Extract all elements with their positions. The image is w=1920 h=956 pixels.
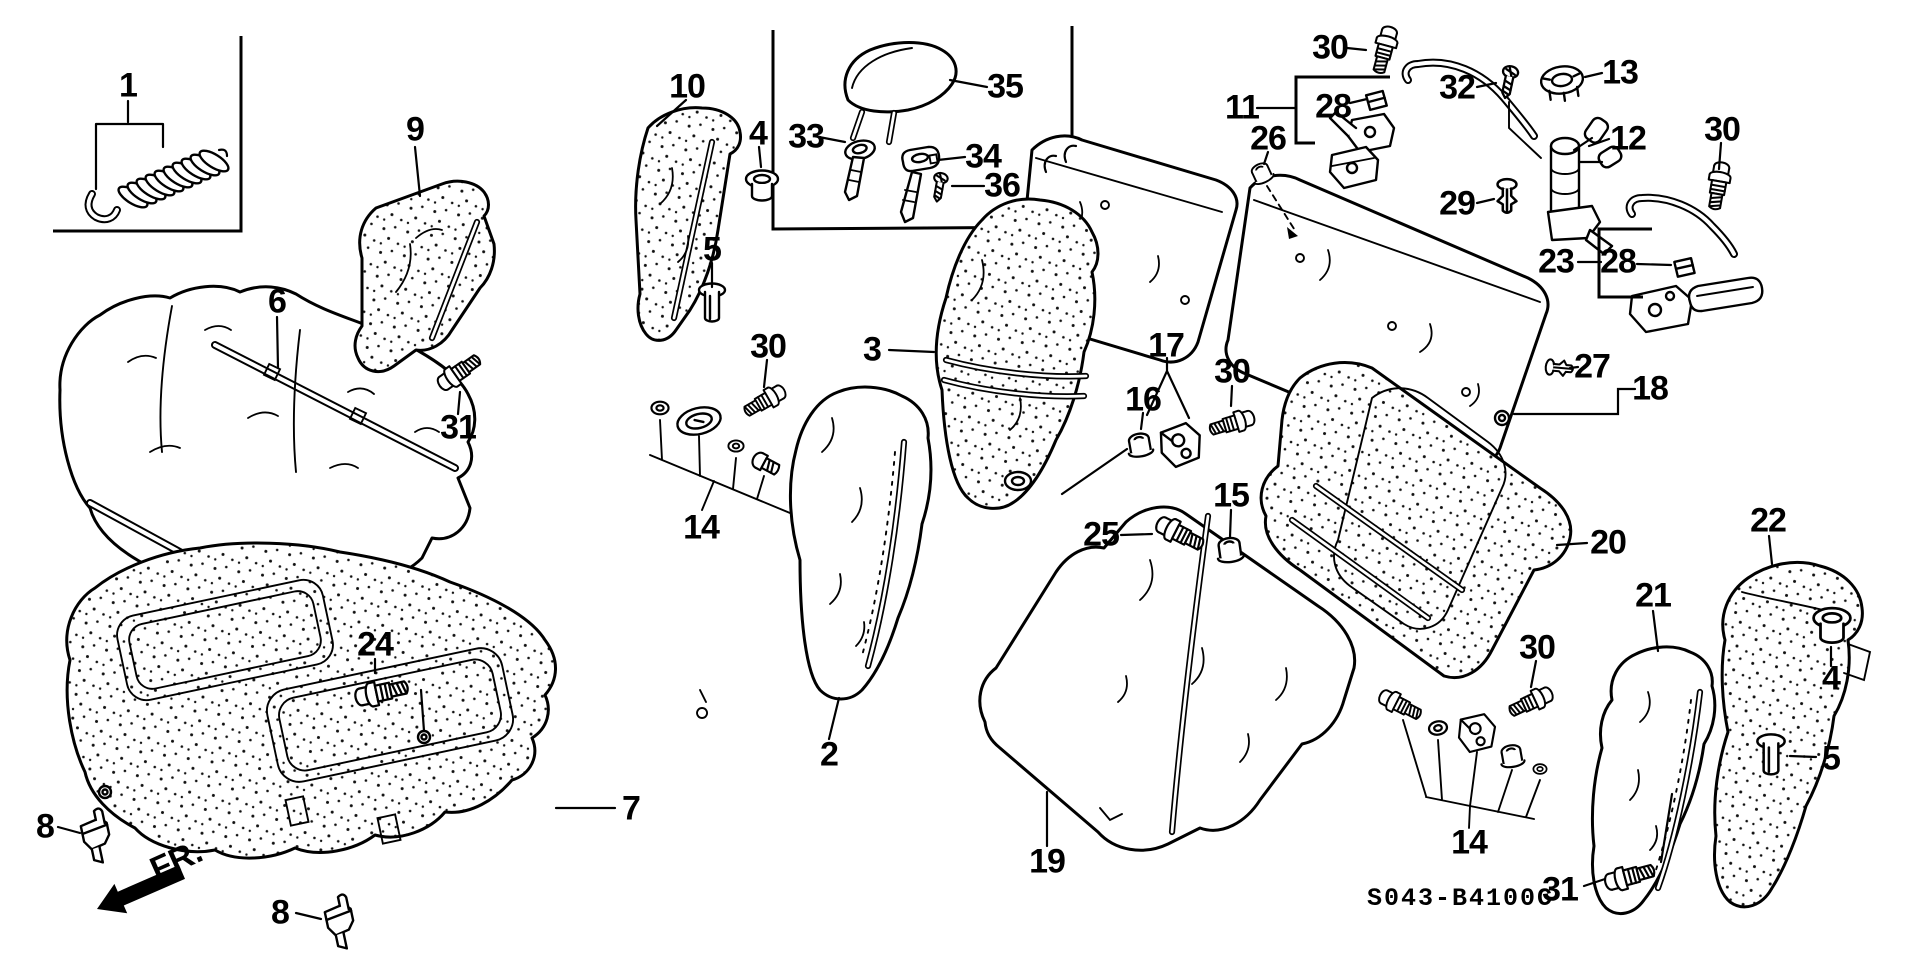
callout-28-mid: 28 (1600, 242, 1637, 281)
seatback-pad-19 (978, 505, 1357, 852)
callout-17: 17 (1148, 326, 1185, 365)
screw-36 (929, 170, 950, 204)
callout-3: 3 (863, 330, 882, 369)
callout-15: 15 (1213, 476, 1250, 515)
callout-14-right: 14 (1451, 823, 1488, 862)
callout-4-right: 4 (1822, 659, 1841, 698)
callout-34: 34 (965, 137, 1002, 176)
callout-13: 13 (1602, 53, 1639, 92)
cushion-pad-7 (65, 541, 708, 860)
hardware-group-14-left (649, 400, 791, 514)
seatback-cover-20 (1259, 361, 1573, 679)
callout-8-bottom: 8 (271, 893, 290, 932)
callout-20: 20 (1590, 523, 1627, 562)
callout-19: 19 (1029, 842, 1066, 881)
leader-lines (56, 46, 1833, 921)
callout-30-right: 30 (1704, 110, 1741, 149)
callout-36: 36 (984, 166, 1021, 205)
callout-11: 11 (1225, 88, 1260, 127)
clip-29 (1496, 177, 1518, 214)
callout-21: 21 (1635, 576, 1672, 615)
bracket-17 (1156, 420, 1205, 470)
callout-2: 2 (820, 735, 839, 774)
callout-33: 33 (788, 117, 825, 156)
callout-32: 32 (1439, 68, 1476, 107)
callout-23: 23 (1538, 242, 1575, 281)
diagram-part-code: S043-B4100C (1367, 884, 1555, 913)
callout-9: 9 (406, 110, 425, 149)
callout-30-top: 30 (1312, 28, 1349, 67)
bolt-30-lower (1504, 682, 1557, 723)
fr-arrow-icon (97, 865, 185, 914)
seatback-section-3 (934, 197, 1100, 510)
callout-14-left: 14 (683, 508, 720, 547)
pin-5-left (697, 282, 727, 323)
callout-35: 35 (987, 67, 1024, 106)
callout-18: 18 (1632, 369, 1669, 408)
hardware-group-14-right (1402, 713, 1548, 829)
lock-cylinder-12 (1546, 116, 1623, 256)
callout-26: 26 (1250, 119, 1287, 158)
callout-31-left: 31 (440, 408, 477, 447)
callout-31-bottom: 31 (1542, 870, 1579, 909)
bolster-cover-10 (634, 106, 742, 342)
callout-16: 16 (1125, 380, 1162, 419)
lock-cable-11 (1328, 58, 1538, 190)
callout-5-left: 5 (703, 230, 722, 269)
callout-24: 24 (357, 625, 394, 664)
callout-4-left: 4 (749, 114, 768, 153)
headrest-guide-33 (843, 139, 876, 202)
callout-29: 29 (1439, 184, 1476, 223)
callout-1: 1 (119, 66, 138, 105)
callout-25: 25 (1083, 515, 1120, 554)
callout-30-lower: 30 (1519, 628, 1556, 667)
inset-box-part1 (53, 36, 243, 233)
bolt-14-right (1374, 685, 1426, 726)
callout-28-top: 28 (1315, 87, 1352, 126)
callout-30-mid: 30 (1214, 352, 1251, 391)
spring-kit-1 (117, 148, 230, 209)
callout-10: 10 (669, 67, 706, 106)
callout-22: 22 (1750, 501, 1787, 540)
headrest-35 (843, 41, 958, 146)
callout-7: 7 (622, 789, 641, 828)
hook-clip-1 (84, 190, 121, 224)
bolster-cover-2 (788, 385, 933, 701)
bolster-cover-21 (1590, 645, 1717, 916)
clip-8-bottom (320, 892, 360, 953)
callout-27: 27 (1574, 347, 1611, 386)
nut-16 (1124, 430, 1156, 460)
assembly-line-32-12 (1508, 101, 1542, 159)
callout-5-right: 5 (1822, 739, 1841, 778)
bolt-30-mid (1206, 405, 1258, 441)
bolster-pad-22 (1713, 560, 1872, 909)
headrest-guide-34 (899, 145, 941, 224)
bolster-pad-9 (353, 179, 496, 374)
lock-cable-23 (1625, 193, 1764, 334)
clip-8-left (76, 806, 116, 867)
inset-box-headrest (771, 26, 1074, 231)
callout-30-mid-left: 30 (750, 327, 787, 366)
callout-6: 6 (268, 282, 287, 321)
lock-grommet-13 (1538, 62, 1587, 105)
callout-12: 12 (1610, 119, 1647, 158)
bolt-30-top (1367, 23, 1402, 77)
callout-8-left: 8 (36, 807, 55, 846)
